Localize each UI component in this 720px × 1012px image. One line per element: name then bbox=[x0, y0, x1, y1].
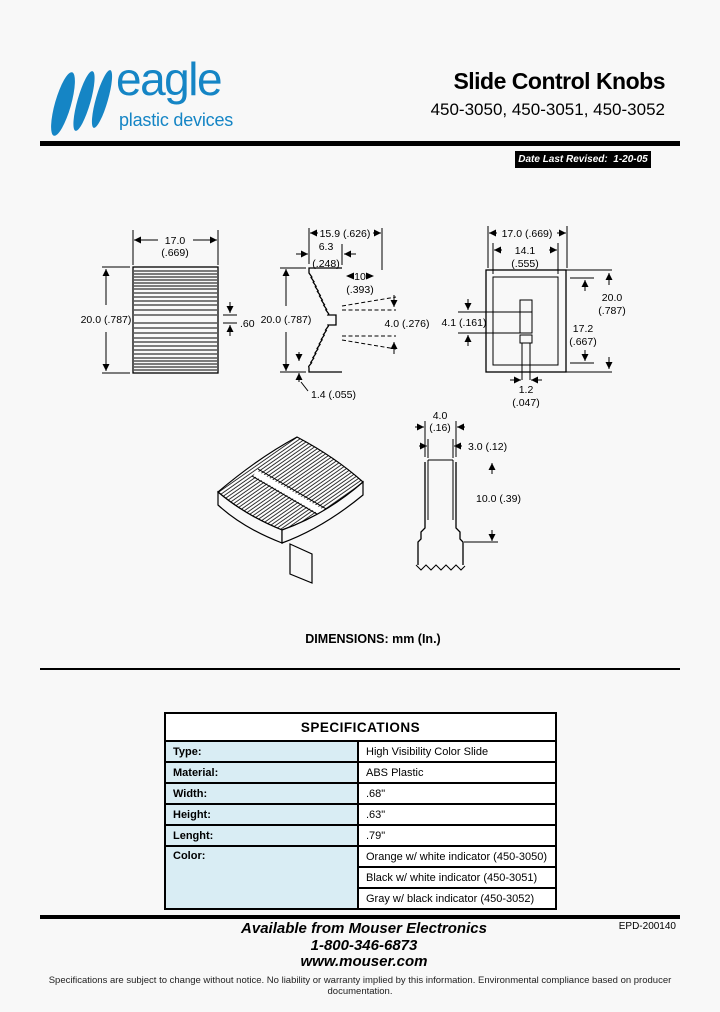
logo-tagline: plastic devices bbox=[119, 110, 234, 130]
dimensions-caption: DIMENSIONS: mm (In.) bbox=[305, 632, 441, 646]
front-view-drawing: 17.0 (.669) 20.0 (.787) .60 bbox=[81, 230, 255, 374]
profile-view-drawing: 15.9 (.626) 6.3 (.248) 10 (.393) 20.0 (.… bbox=[261, 228, 430, 401]
technical-drawings: 17.0 (.669) 20.0 (.787) .60 15.9 (.626) … bbox=[81, 226, 626, 584]
back-opening-width-dim-in: (.555) bbox=[511, 258, 538, 270]
spec-value: .68" bbox=[357, 782, 557, 805]
front-height-dim: 20.0 (.787) bbox=[81, 314, 132, 326]
spec-label: Color: bbox=[164, 845, 359, 910]
back-height-dim: 20.0 bbox=[602, 292, 623, 304]
back-opening-width-dim: 14.1 bbox=[515, 245, 536, 257]
stem-view-drawing: 4.0 (.16) 3.0 (.12) 10.0 (.39) bbox=[415, 410, 521, 571]
phone-line: 1-800-346-6873 bbox=[310, 936, 418, 954]
profile-window-dim: 4.0 (.276) bbox=[385, 318, 430, 330]
spec-value: Black w/ white indicator (450-3051) bbox=[357, 866, 557, 889]
stem-outer-width-dim-in: (.16) bbox=[429, 422, 451, 434]
spec-row-material: Material: ABS Plastic bbox=[164, 761, 557, 784]
back-width-dim: 17.0 (.669) bbox=[502, 228, 553, 240]
profile-lip-dim: 1.4 (.055) bbox=[311, 389, 356, 401]
spec-label: Material: bbox=[164, 761, 359, 784]
back-stem-width-dim-in: (.047) bbox=[512, 397, 539, 409]
spec-value: .79" bbox=[357, 824, 557, 847]
spec-row-height: Height: .63" bbox=[164, 803, 557, 826]
profile-height-dim: 20.0 (.787) bbox=[261, 314, 312, 326]
stem-depth-dim: 10.0 (.39) bbox=[476, 493, 521, 505]
spec-value: ABS Plastic bbox=[357, 761, 557, 784]
front-ridge-dim: .60 bbox=[240, 318, 255, 330]
spec-row-color-1: Color: Orange w/ white indicator (450-30… bbox=[164, 845, 557, 910]
divider-rule bbox=[40, 668, 680, 670]
back-window-height-dim: 4.1 (.161) bbox=[442, 317, 487, 329]
profile-depth-top-dim-in: (.248) bbox=[312, 258, 339, 270]
spec-row-type: Type: High Visibility Color Slide bbox=[164, 740, 557, 763]
distributor-line: Available from Mouser Electronics bbox=[241, 920, 487, 937]
revised-badge: Date Last Revised: 1-20-05 bbox=[515, 151, 651, 168]
front-width-dim-in: (.669) bbox=[161, 247, 188, 259]
back-height-dim-in: (.787) bbox=[598, 305, 625, 317]
spec-label: Type: bbox=[164, 740, 359, 763]
spec-title: SPECIFICATIONS bbox=[164, 712, 557, 742]
header-rule bbox=[40, 141, 680, 146]
logo-mark-icon bbox=[51, 70, 113, 136]
spec-row-width: Width: .68" bbox=[164, 782, 557, 805]
spec-value: Gray w/ black indicator (450-3052) bbox=[357, 887, 557, 910]
back-opening-height-dim: 17.2 bbox=[573, 323, 594, 335]
profile-depth-total-dim: 15.9 (.626) bbox=[320, 228, 371, 240]
spec-row-color-3: Gray w/ black indicator (450-3052) bbox=[165, 887, 557, 910]
logo-text: eagle bbox=[116, 53, 223, 105]
profile-travel-dim: 10 bbox=[354, 271, 366, 283]
spec-value: Orange w/ white indicator (450-3050) bbox=[357, 845, 557, 868]
spec-row-color-2: Black w/ white indicator (450-3051) bbox=[165, 866, 557, 889]
spec-label: Height: bbox=[164, 803, 359, 826]
footer-rule bbox=[40, 915, 680, 919]
back-view-drawing: 17.0 (.669) 14.1 (.555) 20.0 (.787) 17.2… bbox=[442, 226, 626, 409]
stem-inner-width-dim: 3.0 (.12) bbox=[468, 441, 507, 453]
disclaimer: Specifications are subject to change wit… bbox=[48, 975, 672, 997]
spec-label: Lenght: bbox=[164, 824, 359, 847]
website-link: www.mouser.com bbox=[300, 953, 428, 970]
spec-label: Width: bbox=[164, 782, 359, 805]
front-width-dim: 17.0 bbox=[165, 235, 186, 247]
footer-block: Available from Mouser Electronics 1-800-… bbox=[40, 920, 688, 971]
spec-header-row: SPECIFICATIONS bbox=[164, 712, 557, 742]
profile-travel-dim-in: (.393) bbox=[346, 284, 373, 296]
spec-table: SPECIFICATIONS Type: High Visibility Col… bbox=[164, 712, 557, 910]
spec-row-length: Lenght: .79" bbox=[164, 824, 557, 847]
stem-outer-width-dim: 4.0 bbox=[433, 410, 448, 422]
back-stem-width-dim: 1.2 bbox=[519, 384, 534, 396]
page-title: Slide Control Knobs bbox=[453, 68, 665, 94]
profile-depth-top-dim: 6.3 bbox=[319, 241, 334, 253]
isometric-view-drawing bbox=[217, 436, 364, 584]
spec-value: High Visibility Color Slide bbox=[357, 740, 557, 763]
back-opening-height-dim-in: (.667) bbox=[569, 336, 596, 348]
part-numbers: 450-3050, 450-3051, 450-3052 bbox=[430, 100, 665, 119]
doc-code: EPD-200140 bbox=[618, 921, 676, 932]
spec-value: .63" bbox=[357, 803, 557, 826]
